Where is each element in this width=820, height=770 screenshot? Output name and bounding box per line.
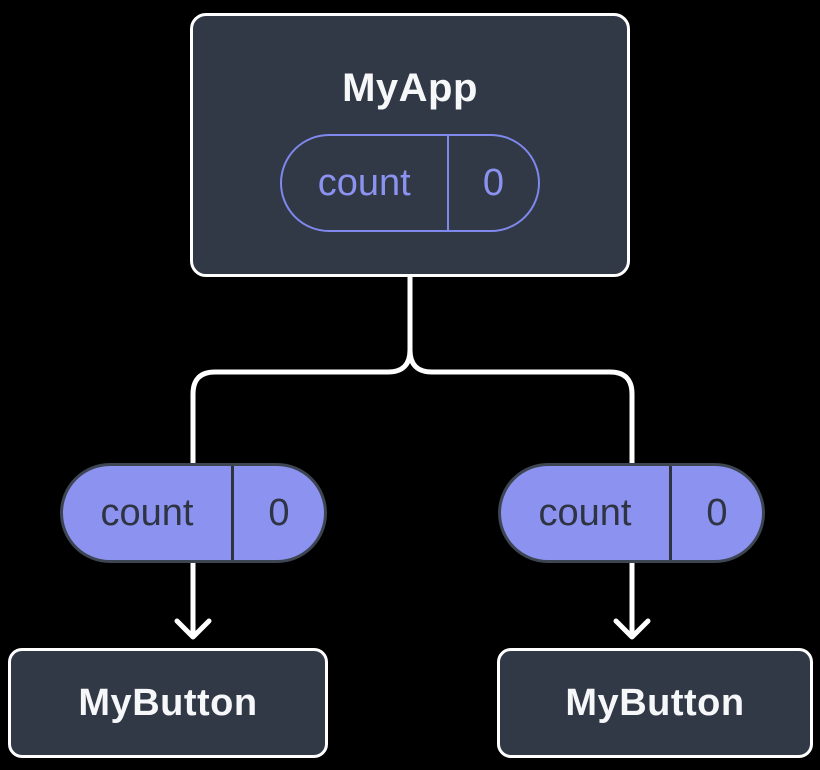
arrowhead-left-icon bbox=[174, 618, 212, 640]
pill-divider bbox=[669, 466, 672, 560]
node-myapp-title: MyApp bbox=[342, 66, 478, 110]
state-pill: count 0 bbox=[280, 134, 540, 232]
prop-value: 0 bbox=[268, 492, 290, 534]
node-mybutton-title: MyButton bbox=[78, 682, 258, 724]
branch-right-line bbox=[407, 274, 635, 635]
prop-name: count bbox=[538, 492, 632, 534]
arrowhead-right-icon bbox=[613, 618, 651, 640]
prop-name: count bbox=[100, 492, 194, 534]
prop-pill-right: count 0 bbox=[498, 463, 765, 563]
branch-left-line bbox=[190, 274, 413, 635]
prop-pill-left: count 0 bbox=[60, 463, 327, 563]
node-mybutton-title: MyButton bbox=[565, 682, 745, 724]
pill-divider bbox=[231, 466, 234, 560]
pill-divider bbox=[446, 136, 449, 230]
state-value: 0 bbox=[482, 162, 505, 204]
node-mybutton-right: MyButton bbox=[497, 648, 813, 758]
node-mybutton-left: MyButton bbox=[8, 648, 328, 758]
prop-value: 0 bbox=[706, 492, 728, 534]
node-myapp: MyApp count 0 bbox=[190, 13, 630, 277]
state-name: count bbox=[317, 162, 411, 204]
